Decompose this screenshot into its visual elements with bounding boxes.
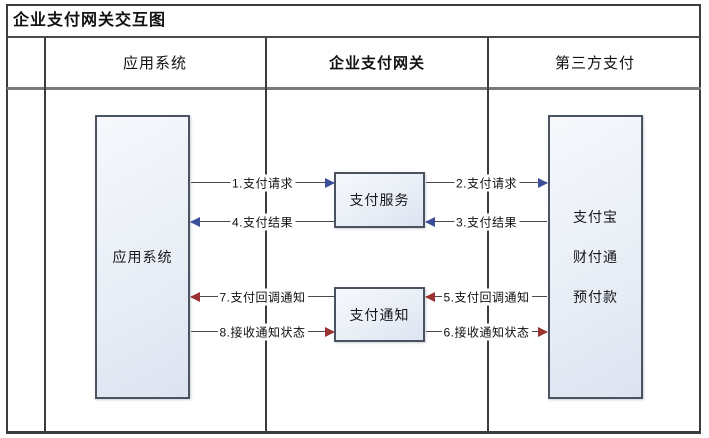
third-party-line-tenpay: 财付通	[573, 249, 618, 265]
app-system-label: 应用系统	[112, 249, 173, 265]
arrow-7-callback-notify: 7.支付回调通知	[190, 288, 334, 306]
column-header-app-system: 应用系统	[122, 55, 187, 72]
arrow-4-pay-result: 4.支付结果	[190, 213, 334, 231]
arrow-8-label: 8.接收通知状态	[217, 323, 308, 341]
arrowhead-left-icon	[190, 292, 200, 302]
pay-notify-label: 支付通知	[349, 306, 410, 323]
arrow-4-label: 4.支付结果	[229, 213, 296, 231]
app-system-box: 应用系统	[95, 115, 190, 399]
arrow-5-callback-notify: 5.支付回调通知	[425, 288, 547, 306]
arrow-3-pay-result: 3.支付结果	[425, 213, 547, 231]
diagram-title: 企业支付网关交互图	[13, 12, 167, 29]
arrowhead-right-icon	[538, 327, 548, 337]
title-separator-line	[7, 36, 701, 38]
arrow-2-label: 2.支付请求	[453, 174, 520, 192]
third-party-box: 支付宝 财付通 预付款	[548, 115, 643, 399]
arrowhead-right-icon	[538, 178, 548, 188]
arrowhead-left-icon	[425, 292, 435, 302]
arrow-3-label: 3.支付结果	[453, 213, 520, 231]
arrowhead-left-icon	[425, 217, 435, 227]
column-header-third-party: 第三方支付	[554, 55, 635, 72]
pay-notify-box: 支付通知	[334, 287, 425, 342]
left-margin-divider	[44, 38, 46, 432]
arrow-5-label: 5.支付回调通知	[441, 288, 532, 306]
arrowhead-right-icon	[325, 327, 335, 337]
pay-service-label: 支付服务	[349, 192, 410, 208]
column-divider-app-gateway	[265, 38, 267, 432]
arrow-8-receive-status: 8.接收通知状态	[191, 323, 335, 341]
column-header-gateway: 企业支付网关	[328, 55, 425, 72]
arrow-6-receive-status: 6.接收通知状态	[426, 323, 548, 341]
third-party-line-alipay: 支付宝	[573, 209, 618, 225]
arrow-1-label: 1.支付请求	[229, 174, 296, 192]
column-divider-gateway-thirdparty	[487, 38, 489, 432]
arrow-6-label: 6.接收通知状态	[441, 323, 532, 341]
header-separator-line	[7, 87, 701, 90]
arrow-7-label: 7.支付回调通知	[217, 288, 308, 306]
third-party-line-prepay: 预付款	[573, 289, 618, 305]
arrowhead-right-icon	[325, 178, 335, 188]
arrow-2-pay-request: 2.支付请求	[426, 174, 548, 192]
arrowhead-left-icon	[190, 217, 200, 227]
arrow-1-pay-request: 1.支付请求	[191, 174, 335, 192]
pay-service-box: 支付服务	[334, 172, 425, 228]
